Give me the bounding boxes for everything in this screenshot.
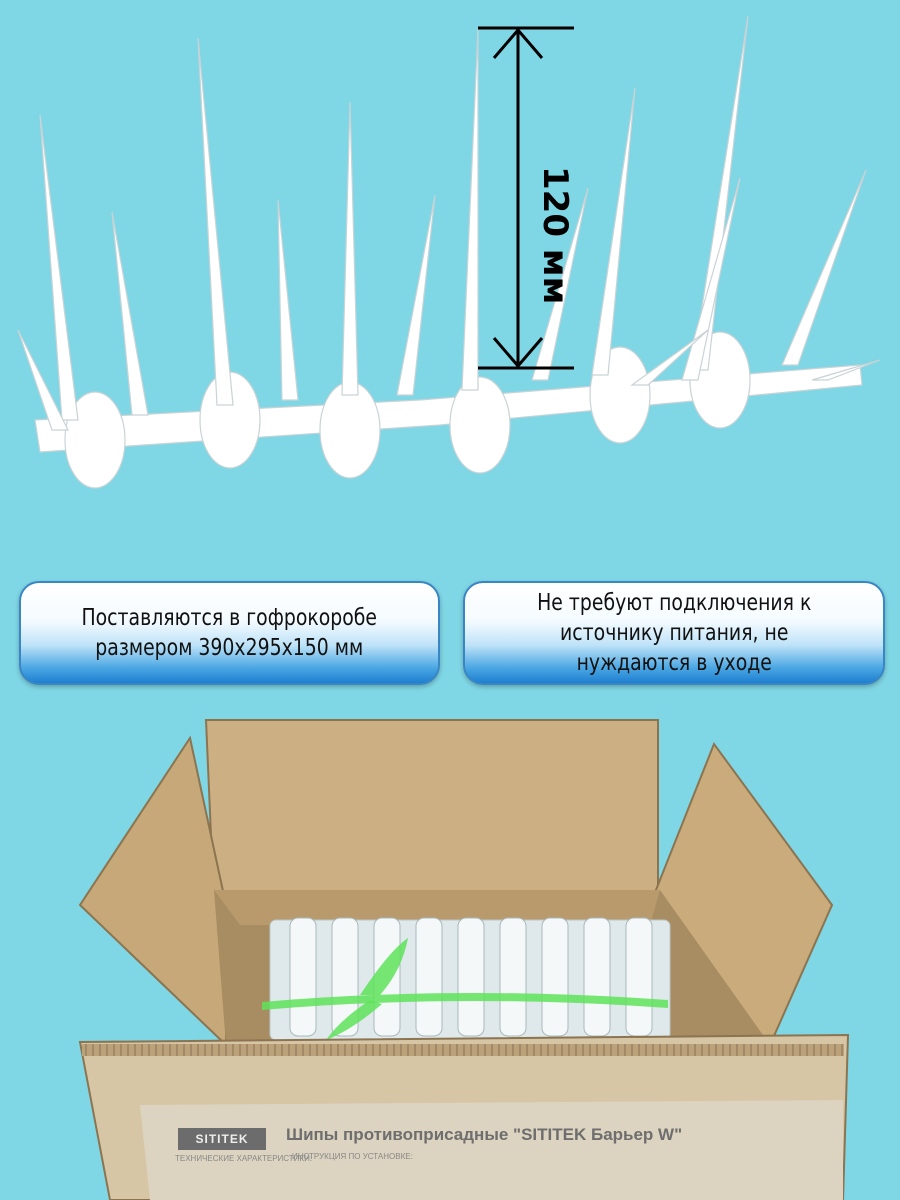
maintenance-info-line: нуждаются в уходе [576,650,772,676]
spike-anchor [64,391,126,489]
maintenance-info-line: Не требуют подключения к [536,590,812,616]
box-left-flap [78,735,227,1048]
spike [461,27,479,391]
spike [531,187,589,381]
box-specs-heading: ТЕХНИЧЕСКИЕ ХАРАКТЕРИСТИКИ: [175,1154,313,1163]
dimension-label: 120 мм [535,166,575,305]
spike [630,329,709,386]
packaging-info-line: Поставляются в гофрокоробе [81,605,378,631]
box-brand-logo: SITITEK [178,1128,266,1150]
spike [17,329,69,431]
green-tape [262,992,668,1010]
spike [396,194,436,396]
packed-spike-row [625,917,653,1037]
packaging-info-text: Поставляются в гофрокоробе размером 390x… [82,603,378,663]
packed-spike-row [499,917,527,1037]
spike [197,37,234,406]
spike [681,177,741,381]
maintenance-info-button[interactable]: Не требуют подключения к источнику питан… [463,581,885,685]
maintenance-info-line: источнику питания, не [559,620,789,646]
packaging-info-line: размером 390x295x150 мм [95,635,364,661]
dimension-arrow [478,26,574,370]
spike [781,169,867,366]
spike [277,199,299,401]
packed-spike-row [541,917,569,1037]
cardboard-box-image [78,719,850,1200]
spike [341,101,359,396]
packaging-info-button[interactable]: Поставляются в гофрокоробе размером 390x… [19,581,440,685]
spike [111,211,149,416]
maintenance-info-text: Не требуют подключения к источнику питан… [537,588,811,678]
packed-spike-row [289,917,317,1037]
box-back-flap [204,719,659,906]
box-install-heading: ИНСТРУКЦИЯ ПО УСТАНОВКЕ: [292,1152,413,1161]
packed-spike-row [583,917,611,1037]
packed-spike-row [415,917,443,1037]
spike-strip [17,15,881,489]
packed-spike-row [331,917,359,1037]
spike-anchor [319,381,381,479]
spike-anchor [449,376,511,474]
spike [811,359,881,381]
spike [39,114,79,421]
bird-spike-strip-image [17,15,881,489]
box-product-title: Шипы противоприсадные "SITITEK Барьер W" [286,1125,683,1144]
spike [591,87,636,376]
packed-spike-row [457,917,485,1037]
